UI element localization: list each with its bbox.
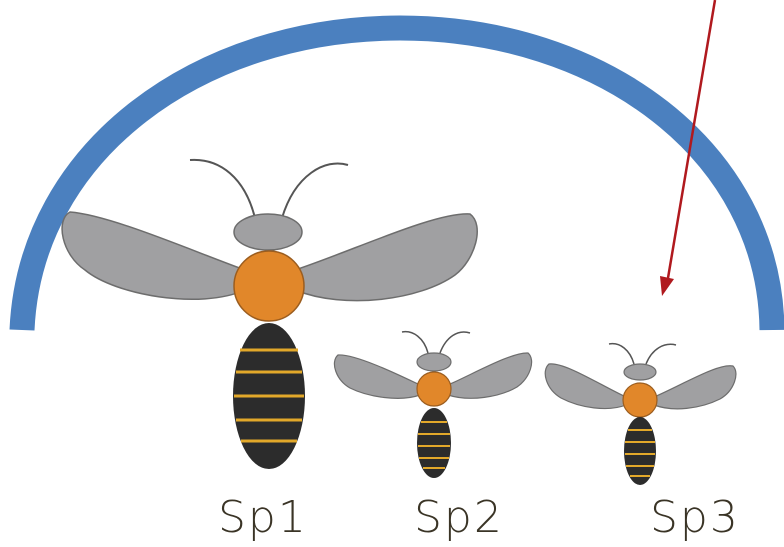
bee-icon-sp3 [545, 344, 736, 485]
species-label-sp3: Sp3 [650, 496, 740, 540]
bee-icon-sp1 [62, 160, 477, 469]
species-label-sp2: Sp2 [414, 496, 504, 540]
bee-icon-sp2 [334, 332, 531, 478]
species-label-sp1: Sp1 [218, 496, 308, 540]
